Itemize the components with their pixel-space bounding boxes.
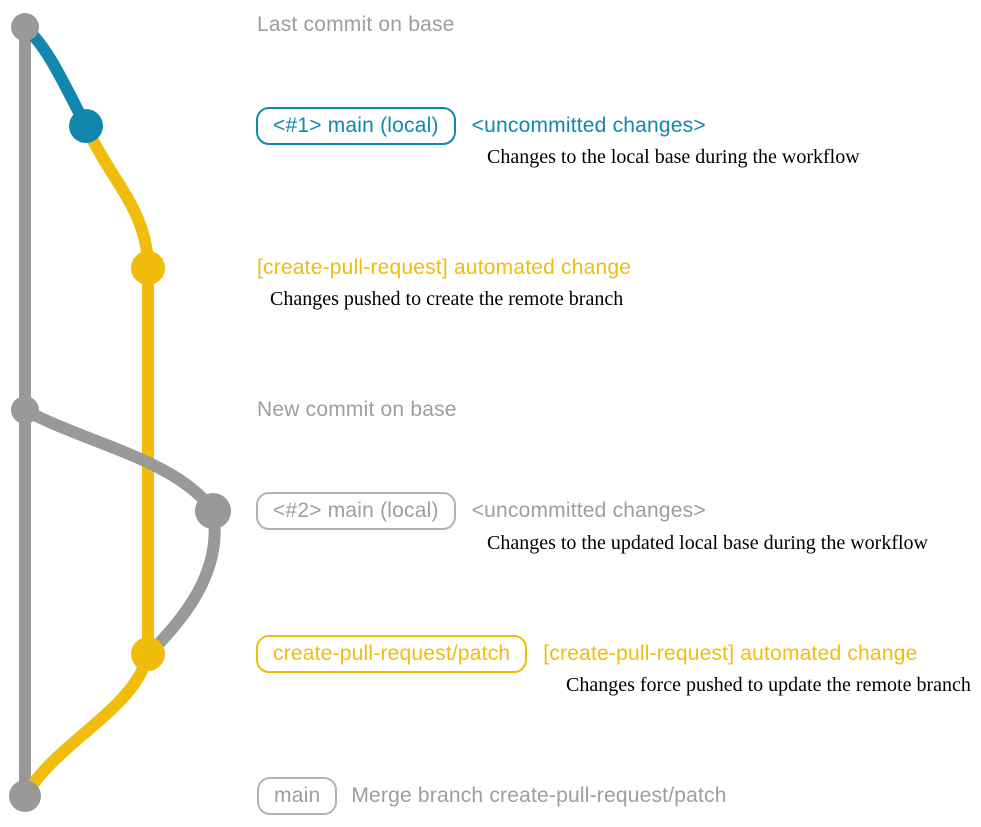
commit-title-merge: Merge branch create-pull-request/patch (351, 784, 727, 807)
branch-badge-main-local-1-label: <#1> main (local) (273, 114, 439, 137)
commit-automated-2 (131, 637, 165, 671)
commit-automated-1 (131, 251, 165, 285)
commit-title-last-base: Last commit on base (257, 13, 455, 36)
branch-badge-create-pull-request-patch: create-pull-request/patch (256, 635, 528, 673)
merge-edge (19, 648, 154, 802)
note-force-push-remote-branch: Changes force pushed to update the remot… (566, 674, 971, 696)
note-local-base-changes-2: Changes to the updated local base during… (487, 532, 928, 554)
commit-message-automated-change-1: [create-pull-request] automated change (257, 256, 632, 279)
commit-message-automated-change-2: [create-pull-request] automated change (543, 642, 918, 665)
local-change-1-edge (19, 21, 92, 132)
git-graph (9, 13, 231, 812)
branch-badge-main: main (257, 777, 338, 815)
commit-title-new-base: New commit on base (257, 398, 457, 421)
commit-uncommitted-2 (195, 493, 231, 529)
commit-uncommitted-1 (69, 109, 103, 143)
commit-new-base (11, 396, 39, 424)
local-change-2-edge-in (143, 505, 221, 660)
note-push-create-remote-branch: Changes pushed to create the remote bran… (270, 288, 624, 310)
row-last-commit-on-base: Last commit on base (257, 6, 455, 44)
status-uncommitted-changes-2: <uncommitted changes> (471, 499, 706, 522)
note-local-base-changes-1: Changes to the local base during the wor… (487, 146, 860, 168)
local-change-2-edge-out (19, 404, 219, 517)
patch-create-edge (80, 120, 154, 274)
branch-badge-create-pull-request-patch-label: create-pull-request/patch (273, 642, 511, 665)
branch-badge-main-local-2: <#2> main (local) (256, 492, 456, 530)
row-merge-commit: main Merge branch create-pull-request/pa… (257, 777, 727, 815)
status-uncommitted-changes-1: <uncommitted changes> (471, 114, 706, 137)
branch-badge-main-local-1: <#1> main (local) (256, 107, 456, 145)
row-new-commit-on-base: New commit on base (257, 391, 457, 429)
row-local-state-1: <#1> main (local) <uncommitted changes> (256, 107, 706, 145)
commit-last-base (11, 13, 39, 41)
row-automated-change-2: create-pull-request/patch [create-pull-r… (256, 635, 917, 673)
commit-merge (9, 780, 41, 812)
branch-badge-main-local-2-label: <#2> main (local) (273, 499, 439, 522)
row-automated-change-1: [create-pull-request] automated change (257, 249, 631, 287)
branch-badge-main-label: main (274, 784, 321, 807)
row-local-state-2: <#2> main (local) <uncommitted changes> (256, 492, 706, 530)
